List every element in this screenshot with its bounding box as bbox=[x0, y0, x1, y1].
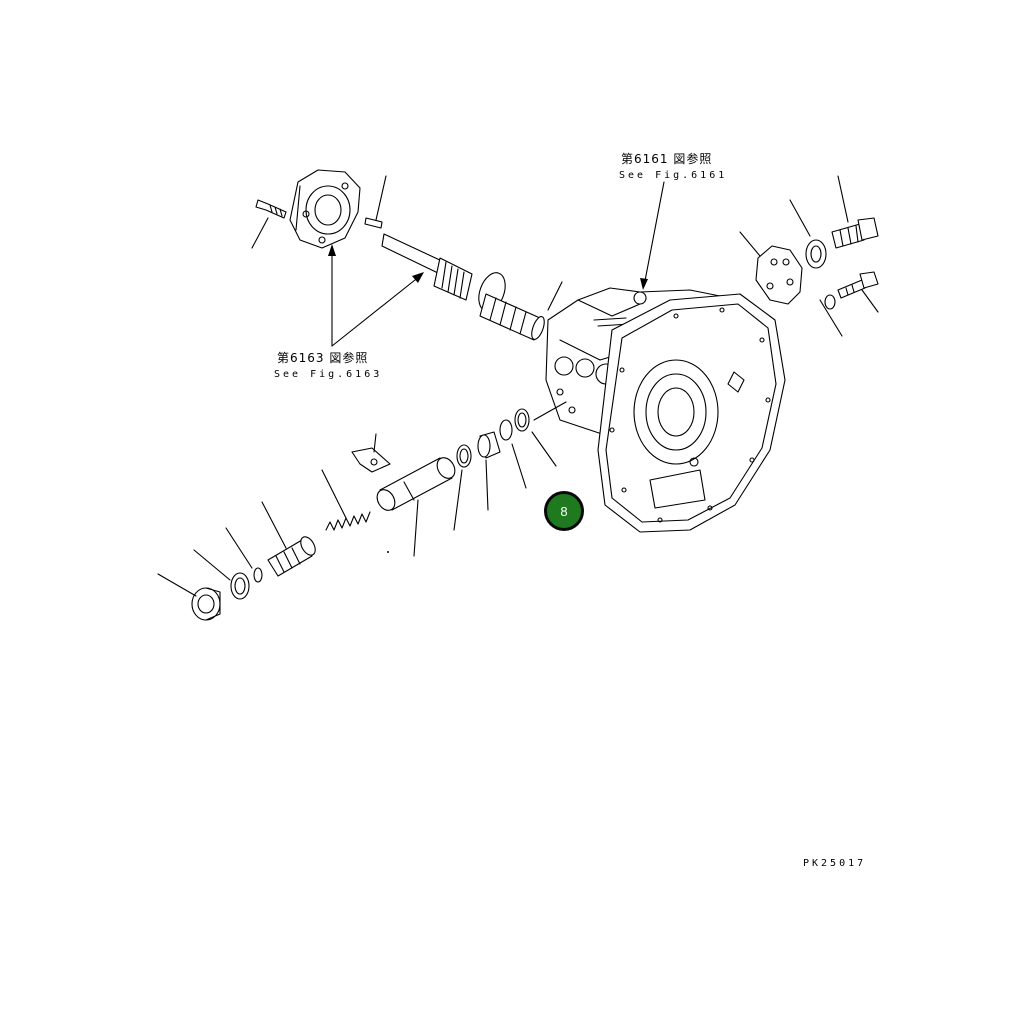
leader-lines bbox=[157, 175, 879, 597]
callout-number: 8 bbox=[560, 503, 568, 519]
seal-washer-part bbox=[230, 572, 250, 600]
swash-holder-part bbox=[289, 169, 361, 249]
spring-part bbox=[325, 511, 371, 531]
drawing-code-label: PK25017 bbox=[803, 858, 867, 869]
o-ring-mid-part bbox=[499, 419, 513, 441]
ref-6161-jp-label: 第6161 図参照 bbox=[621, 152, 713, 166]
mounting-flange-part bbox=[597, 293, 786, 533]
bushing-part bbox=[456, 444, 472, 468]
nut-part bbox=[191, 587, 221, 621]
washer-part bbox=[805, 239, 827, 269]
plug-part bbox=[267, 536, 316, 577]
cover-plate-part bbox=[755, 245, 803, 305]
bolt-small-part bbox=[837, 271, 879, 299]
ref-6163-en-label: See Fig.6163 bbox=[274, 369, 383, 380]
sleeve-part bbox=[477, 431, 501, 459]
pin-part bbox=[364, 217, 383, 229]
part-callout-badge[interactable]: 8 bbox=[544, 491, 584, 531]
piston-part bbox=[376, 457, 456, 511]
o-ring-large-part bbox=[514, 408, 530, 432]
bolt-large-part bbox=[831, 217, 879, 249]
ref-6163-jp-label: 第6163 図参照 bbox=[277, 351, 369, 365]
holder-bolt-part bbox=[255, 199, 287, 219]
drive-shaft-part bbox=[381, 233, 545, 341]
small-washer-part bbox=[824, 294, 836, 310]
stopper-part bbox=[351, 447, 391, 473]
o-ring-small-part bbox=[253, 567, 263, 583]
ref-6161-en-label: See Fig.6161 bbox=[619, 170, 728, 181]
